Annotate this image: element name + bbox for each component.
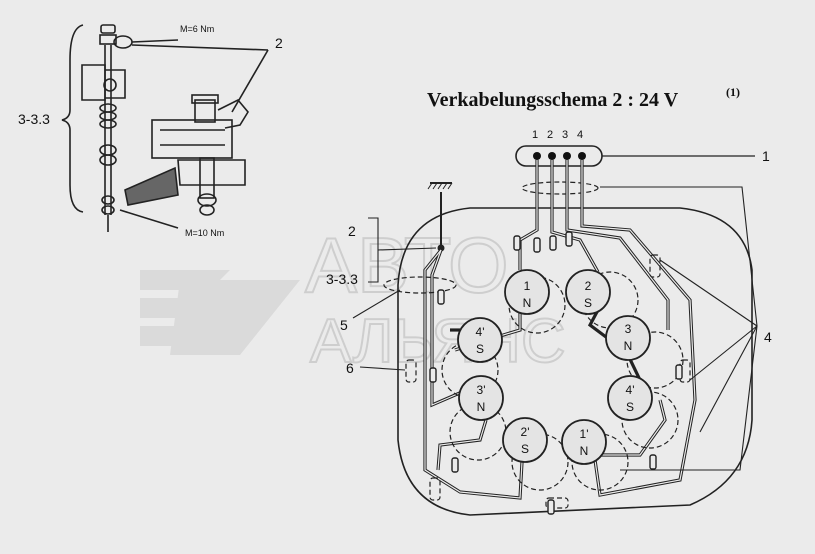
terminal-1-label: 1: [532, 129, 538, 141]
pole-2-prime-polarity: S: [521, 442, 529, 456]
watermark: АВТО АЛЬЯНС: [140, 220, 567, 377]
pole-4-prime-right-id: 4': [626, 383, 635, 397]
pole-1: 1 N: [504, 269, 550, 315]
watermark-line1: АВТО: [305, 221, 509, 309]
terminal-4-label: 4: [577, 129, 583, 141]
pole-4-prime-left-id: 4': [476, 325, 485, 339]
terminal-2-label: 2: [547, 129, 553, 141]
callout-4: 4: [764, 329, 772, 345]
terminal-4-pin: [578, 152, 586, 160]
pole-4-prime-left-polarity: S: [476, 342, 484, 356]
pole-3: 3 N: [605, 315, 651, 361]
pole-coils: 1 N 2 S 3 N 4' S 1' N 2' S: [457, 269, 653, 465]
pole-4-prime-left: 4' S: [457, 317, 503, 363]
pole-3-prime-polarity: N: [477, 400, 486, 414]
torque-bottom-label: M=10 Nm: [185, 228, 224, 238]
terminal-3-pin: [563, 152, 571, 160]
callout-3-3.3-main: 3-3.3: [326, 271, 358, 287]
pole-4-prime-right-polarity: S: [626, 400, 634, 414]
pole-4-prime-right: 4' S: [607, 375, 653, 421]
pole-3-prime-id: 3': [477, 383, 486, 397]
pole-1-prime: 1' N: [561, 419, 607, 465]
pole-2: 2 S: [565, 269, 611, 315]
callout-5: 5: [340, 317, 348, 333]
callout-6: 6: [346, 360, 354, 376]
pole-2-id: 2: [585, 279, 592, 293]
callout-2-main: 2: [348, 223, 356, 239]
pole-1-prime-polarity: N: [580, 444, 589, 458]
watermark-line2: АЛЬЯНС: [310, 307, 566, 376]
torque-top-label: M=6 Nm: [180, 24, 214, 34]
pole-2-polarity: S: [584, 296, 592, 310]
bolt-detail-drawing: [61, 24, 269, 232]
connector-terminals: 1 2 3 4: [532, 129, 586, 160]
pole-3-polarity: N: [624, 339, 633, 353]
callout-1: 1: [762, 148, 770, 164]
callout-2-detail: 2: [275, 35, 283, 51]
diagram-title: Verkabelungsschema 2 : 24 V: [427, 89, 679, 111]
title-superscript: (1): [726, 85, 740, 99]
callout-3-3.3-detail: 3-3.3: [18, 111, 50, 127]
terminal-3-label: 3: [562, 129, 568, 141]
pole-2-prime: 2' S: [502, 417, 548, 463]
pole-1-prime-id: 1': [580, 427, 589, 441]
pole-3-prime: 3' N: [458, 375, 504, 421]
pole-1-polarity: N: [523, 296, 532, 310]
pole-1-id: 1: [524, 279, 531, 293]
terminal-1-pin: [533, 152, 541, 160]
terminal-2-pin: [548, 152, 556, 160]
pole-3-id: 3: [625, 322, 632, 336]
pole-2-prime-id: 2': [521, 425, 530, 439]
